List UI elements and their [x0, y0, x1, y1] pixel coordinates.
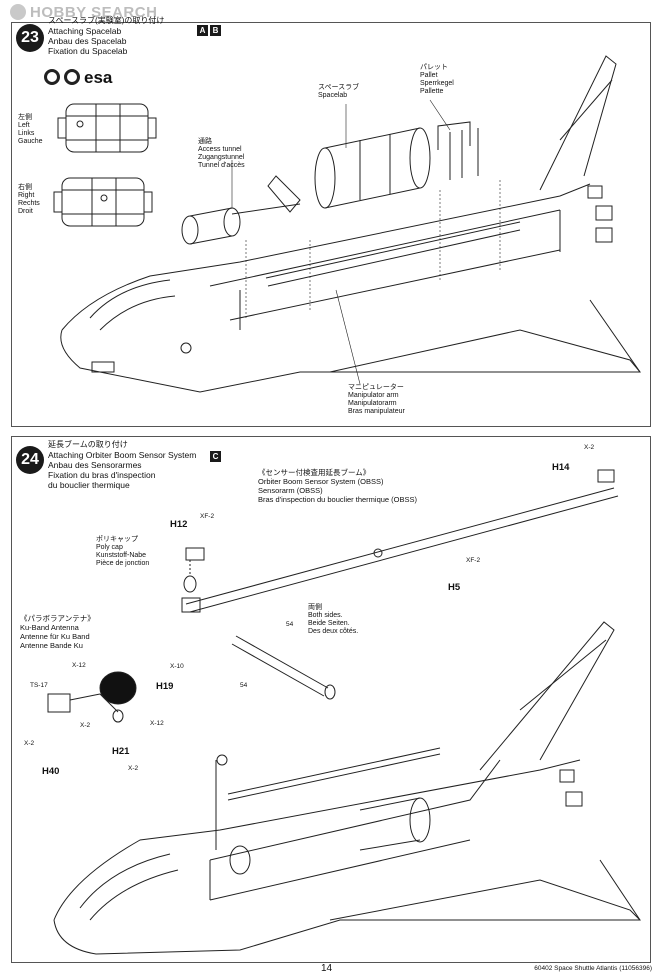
- part-xf2-right: XF-2: [466, 557, 481, 564]
- step-23-number: 23: [16, 24, 44, 52]
- spacelab-right-view: [53, 177, 153, 227]
- manipulator-arm-label: マニピュレーター Manipulator arm Manipulatorarm …: [348, 384, 405, 415]
- esa-logo-text: esa: [84, 68, 113, 87]
- both-sides-label: 両側 Both sides. Beide Seiten. Des deux cô…: [308, 604, 359, 635]
- spacelab-label: スペースラブ Spacelab: [318, 84, 360, 99]
- part-x2-mid: X-2: [80, 722, 91, 729]
- obss-label: 《センサー付検査用延長ブーム》 Orbiter Boom Sensor Syst…: [258, 468, 418, 504]
- shuttle-step-24: [53, 621, 641, 955]
- product-code: 60402 Space Shuttle Atlantis (11056396): [534, 965, 652, 972]
- step-24-title-jp: 延長ブームの取り付け: [48, 440, 128, 449]
- right-view-label: 右側 Right Rechts Droit: [18, 184, 40, 215]
- step-24-title-de: Anbau des Sensorarmes: [48, 460, 142, 470]
- part-x2-bottom: X-2: [128, 765, 139, 772]
- left-view-label: 左側 Left Links Gauche: [18, 114, 43, 145]
- esa-globe-icon: [64, 69, 80, 85]
- step-24-title-en: Attaching Orbiter Boom Sensor System: [48, 450, 197, 460]
- badge-b: B: [210, 25, 221, 36]
- ku-band-antenna: [47, 671, 137, 723]
- watermark: HOBBY SEARCH: [10, 4, 157, 21]
- part-x12-top: X-12: [72, 662, 86, 669]
- part-x2-left: X-2: [24, 740, 35, 747]
- spacelab-left-view: [57, 103, 157, 153]
- poly-cap-label: ポリキャップ Poly cap Kunststoff-Nabe Pièce de…: [96, 536, 150, 567]
- step-23-title-de: Anbau des Spacelab: [48, 36, 127, 46]
- shuttle-step-23: [60, 55, 641, 393]
- part-h5: H5: [448, 582, 461, 593]
- step-23-title-en: Attaching Spacelab: [48, 26, 122, 36]
- step-23-leader-lines: [231, 99, 501, 385]
- step-23-title: スペースラブ(実験室)の取り付け Attaching Spacelab Anba…: [48, 16, 164, 56]
- boom-segment: [231, 635, 336, 700]
- obss-boom: [181, 469, 619, 613]
- part-h40: H40: [42, 766, 60, 777]
- step-24-badges: C: [208, 446, 221, 464]
- part-h21: H21: [112, 746, 130, 757]
- poly-cap-part: [183, 547, 205, 593]
- pallet-label: パレット Pallet Sperrkegel Pallette: [420, 64, 454, 95]
- part-x12-bottom: X-12: [150, 720, 164, 727]
- step-23-title-jp: スペースラブ(実験室)の取り付け: [48, 16, 165, 25]
- esa-swirl-icon: [44, 69, 60, 85]
- part-h14: H14: [552, 462, 570, 473]
- part-54-lower: 54: [240, 682, 248, 689]
- badge-a: A: [197, 25, 208, 36]
- part-ts17: TS-17: [30, 682, 48, 689]
- step-23-title-fr: Fixation du Spacelab: [48, 46, 128, 56]
- part-x10: X-10: [170, 663, 184, 670]
- ku-band-antenna-label: 《パラボラアンテナ》 Ku-Band Antenna Antenne für K…: [20, 614, 95, 650]
- part-h12: H12: [170, 519, 188, 530]
- step-24-panel: [11, 436, 651, 963]
- page-number: 14: [321, 963, 333, 974]
- part-h19: H19: [156, 681, 174, 692]
- esa-logo: esa: [44, 68, 112, 88]
- watermark-text: HOBBY SEARCH: [30, 4, 158, 21]
- access-tunnel-label: 通路 Access tunnel Zugangstunnel Tunnel d'…: [198, 138, 245, 169]
- step-24-title-fr1: Fixation du bras d'inspection: [48, 470, 156, 480]
- badge-c: C: [210, 451, 221, 462]
- step-24-title: 延長ブームの取り付け Attaching Orbiter Boom Sensor…: [48, 440, 196, 490]
- step-24-number: 24: [16, 446, 44, 474]
- part-xf2-left: XF-2: [200, 513, 215, 520]
- part-x2-top: X-2: [584, 444, 595, 451]
- part-54-upper: 54: [286, 621, 294, 628]
- watermark-logo-icon: [10, 4, 26, 20]
- step-24-title-fr2: du bouclier thermique: [48, 480, 130, 490]
- step-23-panel: [11, 22, 651, 427]
